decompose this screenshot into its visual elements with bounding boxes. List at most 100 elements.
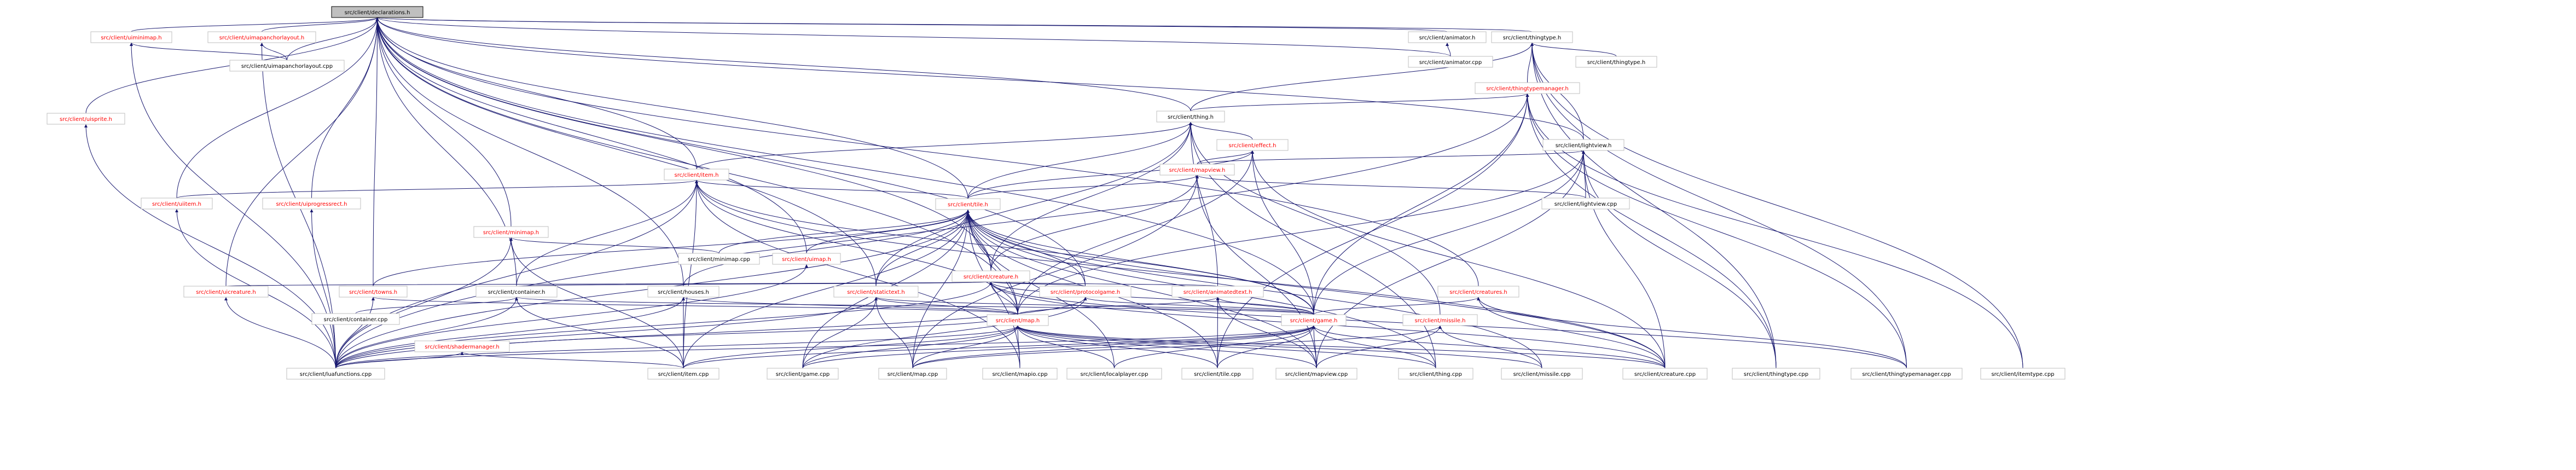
edge-houses_h-map_h bbox=[682, 297, 1018, 315]
node-box bbox=[1437, 286, 1519, 298]
edge-item_h-game_h bbox=[695, 179, 1314, 315]
node-label: src/client/creatures.h bbox=[1449, 289, 1507, 295]
edge-lightview_h-thingtype_cpp bbox=[1582, 150, 1777, 369]
node-box bbox=[286, 368, 385, 380]
edge-statictext_h-game_h bbox=[874, 297, 1314, 315]
node-box bbox=[331, 6, 423, 18]
edge-item_h-uiitem_h bbox=[176, 179, 698, 199]
node-minimap-h[interactable]: src/client/minimap.h bbox=[473, 226, 549, 238]
node-protocolgame-h[interactable]: src/client/protocolgame.h bbox=[1039, 286, 1132, 298]
edge-mapview_h-creature_h bbox=[990, 175, 1199, 271]
node-box bbox=[982, 368, 1058, 380]
node-lightview-h: src/client/lightview.h bbox=[1542, 139, 1624, 151]
node-uicreature-h[interactable]: src/client/uicreature.h bbox=[183, 286, 269, 298]
edge-creatures_h-creature_cpp bbox=[1477, 297, 1666, 369]
node-tile-cpp: src/client/tile.cpp bbox=[1181, 368, 1254, 380]
node-label: src/client/mapview.h bbox=[1169, 167, 1226, 173]
node-animatedtext-h[interactable]: src/client/animatedtext.h bbox=[1171, 286, 1264, 298]
node-label: src/client/missile.h bbox=[1415, 318, 1466, 324]
edge-declarations-tile_h bbox=[375, 17, 968, 199]
edge-protocolgame_h-luafunctions_cpp bbox=[335, 297, 1087, 369]
node-map-h[interactable]: src/client/map.h bbox=[987, 314, 1049, 326]
node-tile-h[interactable]: src/client/tile.h bbox=[935, 198, 1001, 210]
node-lightview-cpp: src/client/lightview.cpp bbox=[1541, 198, 1630, 210]
edge-uiprogressrect_h-luafunctions_cpp bbox=[310, 208, 336, 369]
node-towns-h[interactable]: src/client/towns.h bbox=[339, 286, 408, 298]
edge-thingtypemanager_h-game_h bbox=[1313, 93, 1529, 315]
node-box bbox=[1732, 368, 1820, 380]
node-box bbox=[1275, 368, 1357, 380]
edge-minimap_h-luafunctions_cpp bbox=[335, 237, 513, 369]
node-mapview-cpp: src/client/mapview.cpp bbox=[1275, 368, 1357, 380]
edge-thing_h-missile_h bbox=[1189, 121, 1441, 315]
node-box bbox=[183, 286, 269, 298]
node-label: src/client/container.h bbox=[488, 289, 546, 295]
node-creatures-h[interactable]: src/client/creatures.h bbox=[1437, 286, 1519, 298]
node-label: src/client/declarations.h bbox=[345, 10, 410, 16]
node-uiminimap-h[interactable]: src/client/uiminimap.h bbox=[90, 31, 172, 43]
node-box bbox=[414, 340, 510, 352]
edge-statictext_h-map_cpp bbox=[874, 297, 913, 369]
node-effect-h[interactable]: src/client/effect.h bbox=[1216, 139, 1289, 151]
node-box bbox=[1066, 368, 1162, 380]
node-item-h[interactable]: src/client/item.h bbox=[664, 169, 729, 181]
node-label: src/client/thingtype.h bbox=[1503, 35, 1561, 41]
node-label: src/client/item.cpp bbox=[658, 372, 709, 378]
edge-uicreature_h-luafunctions_cpp bbox=[224, 297, 336, 369]
edge-lightview_h-mapview_cpp bbox=[1316, 150, 1585, 369]
edge-missile_h-mapview_cpp bbox=[1316, 325, 1442, 369]
node-box bbox=[1491, 31, 1573, 43]
edge-creature_h-animatedtext_h bbox=[989, 281, 1218, 287]
edge-game_h-localplayer_cpp bbox=[1114, 325, 1315, 369]
node-label: src/client/item.h bbox=[675, 172, 719, 178]
node-label: src/client/towns.h bbox=[349, 289, 397, 295]
edge-statictext_h-game_cpp bbox=[802, 297, 878, 369]
node-thingtypemanager-h[interactable]: src/client/thingtypemanager.h bbox=[1475, 82, 1580, 94]
node-uimap-h[interactable]: src/client/uimap.h bbox=[772, 253, 841, 265]
edge-animatedtext_h-map_h bbox=[1017, 297, 1220, 315]
edge-declarations-uicreature_h bbox=[225, 17, 379, 287]
edge-houses_h-luafunctions_cpp bbox=[335, 297, 685, 369]
node-label: src/client/tile.cpp bbox=[1194, 372, 1241, 378]
edge-lightview_h-game_h bbox=[1313, 150, 1585, 315]
node-mapview-h[interactable]: src/client/mapview.h bbox=[1159, 164, 1235, 176]
node-game-h[interactable]: src/client/game.h bbox=[1281, 314, 1347, 326]
node-uimapanchorlayout-cpp: src/client/uimapanchorlayout.cpp bbox=[229, 60, 345, 72]
edge-mapview_h-mapview_cpp bbox=[1196, 175, 1317, 369]
edge-map_h-mapview_cpp bbox=[1016, 325, 1317, 369]
node-thingtype2-h: src/client/thingtype.h bbox=[1575, 56, 1657, 68]
node-creature-h[interactable]: src/client/creature.h bbox=[952, 270, 1030, 282]
node-box bbox=[647, 368, 720, 380]
node-box bbox=[47, 113, 125, 125]
edge-container_h-container_cpp bbox=[355, 297, 518, 314]
node-box bbox=[1501, 368, 1583, 380]
edge-tile_h-game_h bbox=[966, 209, 1314, 315]
edge-tile_h-creature_cpp bbox=[966, 209, 1666, 369]
node-label: src/client/container.cpp bbox=[324, 317, 388, 323]
node-uiitem-h[interactable]: src/client/uiitem.h bbox=[141, 198, 213, 210]
node-uisprite-h[interactable]: src/client/uisprite.h bbox=[47, 113, 125, 125]
node-label: src/client/minimap.cpp bbox=[688, 257, 750, 263]
edge-container_h-game_h bbox=[515, 297, 1314, 315]
node-uimapanchorlayout-h[interactable]: src/client/uimapanchorlayout.h bbox=[207, 31, 316, 43]
edge-creature_h-map_h bbox=[989, 281, 1018, 315]
edge-effect_h-mapview_h bbox=[1197, 150, 1254, 165]
node-uiprogressrect-h[interactable]: src/client/uiprogressrect.h bbox=[262, 198, 361, 210]
node-statictext-h[interactable]: src/client/statictext.h bbox=[833, 286, 919, 298]
node-declarations: src/client/declarations.h bbox=[331, 6, 423, 18]
edge-item_h-creature_cpp bbox=[695, 179, 1666, 369]
node-label: src/client/game.cpp bbox=[776, 372, 830, 378]
node-thing-cpp: src/client/thing.cpp bbox=[1398, 368, 1473, 380]
edge-declarations-uimapanchorlayout_h bbox=[262, 17, 379, 32]
node-box bbox=[1850, 368, 1963, 380]
node-label: src/client/mapio.cpp bbox=[992, 372, 1047, 378]
edge-map_h-game_cpp bbox=[802, 325, 1019, 369]
edge-creature_h-luafunctions_cpp bbox=[335, 281, 993, 369]
edge-uimap_h-luafunctions_cpp bbox=[335, 264, 808, 369]
node-box bbox=[1408, 56, 1493, 68]
node-missile-h[interactable]: src/client/missile.h bbox=[1402, 314, 1478, 326]
node-box bbox=[1542, 139, 1624, 151]
edge-declarations-uiitem_h bbox=[176, 17, 379, 199]
node-shadermanager-h[interactable]: src/client/shadermanager.h bbox=[414, 340, 510, 352]
node-label: src/client/missile.cpp bbox=[1513, 372, 1571, 378]
